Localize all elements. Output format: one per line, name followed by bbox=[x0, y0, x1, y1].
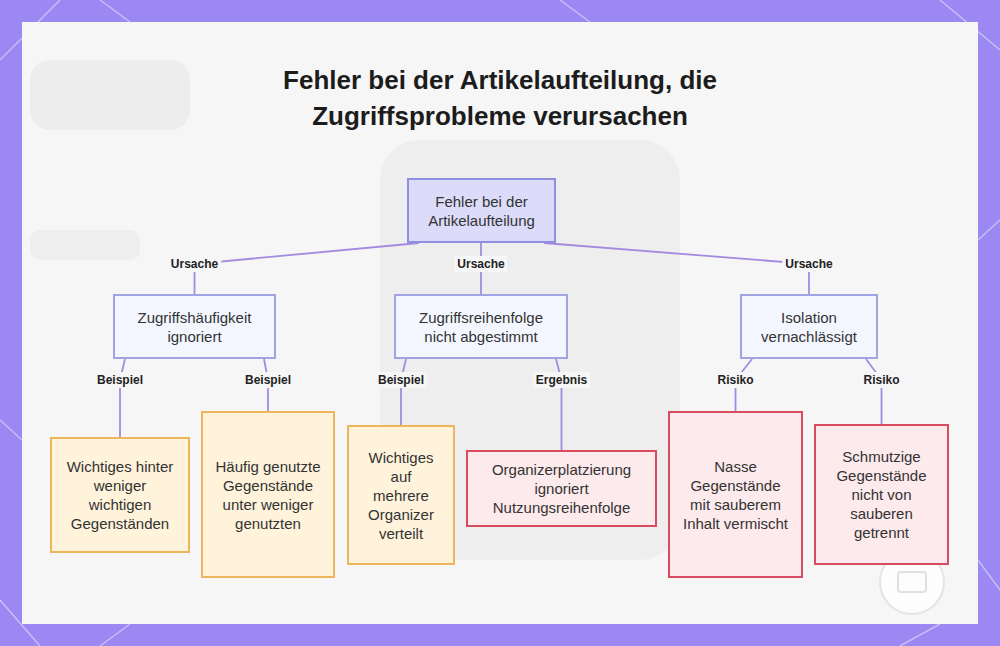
node-text: Wichtiges auf mehrere Organizer verteilt bbox=[361, 448, 441, 543]
node-text: Schmutzige Gegenstände nicht von saubere… bbox=[828, 447, 935, 542]
node-text: Isolation vernachlässigt bbox=[754, 308, 864, 346]
cause-box: Isolation vernachlässigt bbox=[740, 294, 878, 359]
edge-label: Ergebnis bbox=[533, 372, 590, 388]
risk-box: Schmutzige Gegenstände nicht von saubere… bbox=[814, 424, 949, 565]
edge-label: Ursache bbox=[454, 256, 507, 272]
root-box: Fehler bei der Artikelaufteilung bbox=[407, 178, 556, 243]
connector-line bbox=[120, 359, 125, 437]
node-text: Zugriffsreihenfolge nicht abgestimmt bbox=[408, 308, 554, 346]
node-text: Wichtiges hinter weniger wichtigen Gegen… bbox=[64, 457, 176, 533]
panel bbox=[22, 22, 978, 624]
example-box: Häufig genutzte Gegenstände unter wenige… bbox=[201, 411, 335, 578]
edge-label: Beispiel bbox=[94, 372, 146, 388]
connector-line bbox=[544, 243, 809, 294]
connector-line bbox=[401, 359, 406, 425]
cause-box: Zugriffshäufigkeit ignoriert bbox=[113, 294, 276, 359]
node-text: Zugriffshäufigkeit ignoriert bbox=[127, 308, 262, 346]
edge-label: Beispiel bbox=[375, 372, 427, 388]
edge-label: Risiko bbox=[714, 372, 756, 388]
edge-label: Ursache bbox=[782, 256, 835, 272]
edge-label: Risiko bbox=[860, 372, 902, 388]
edge-label: Beispiel bbox=[242, 372, 294, 388]
connector-line bbox=[195, 243, 420, 294]
node-text: Fehler bei der Artikelaufteilung bbox=[421, 192, 542, 230]
node-text: Organizerplatzierung ignoriert Nutzungsr… bbox=[480, 460, 643, 517]
diagram-title: Fehler bei der Artikelaufteilung, die Zu… bbox=[230, 62, 770, 134]
example-box: Wichtiges auf mehrere Organizer verteilt bbox=[347, 425, 455, 565]
example-box: Wichtiges hinter weniger wichtigen Gegen… bbox=[50, 437, 190, 553]
edge-label: Ursache bbox=[168, 256, 221, 272]
connector-line bbox=[866, 359, 882, 424]
result-box: Organizerplatzierung ignoriert Nutzungsr… bbox=[466, 450, 657, 527]
node-text: Nasse Gegenstände mit sauberem Inhalt ve… bbox=[682, 457, 789, 533]
cause-box: Zugriffsreihenfolge nicht abgestimmt bbox=[394, 294, 568, 359]
risk-box: Nasse Gegenstände mit sauberem Inhalt ve… bbox=[668, 411, 803, 578]
node-text: Häufig genutzte Gegenstände unter wenige… bbox=[215, 457, 321, 533]
